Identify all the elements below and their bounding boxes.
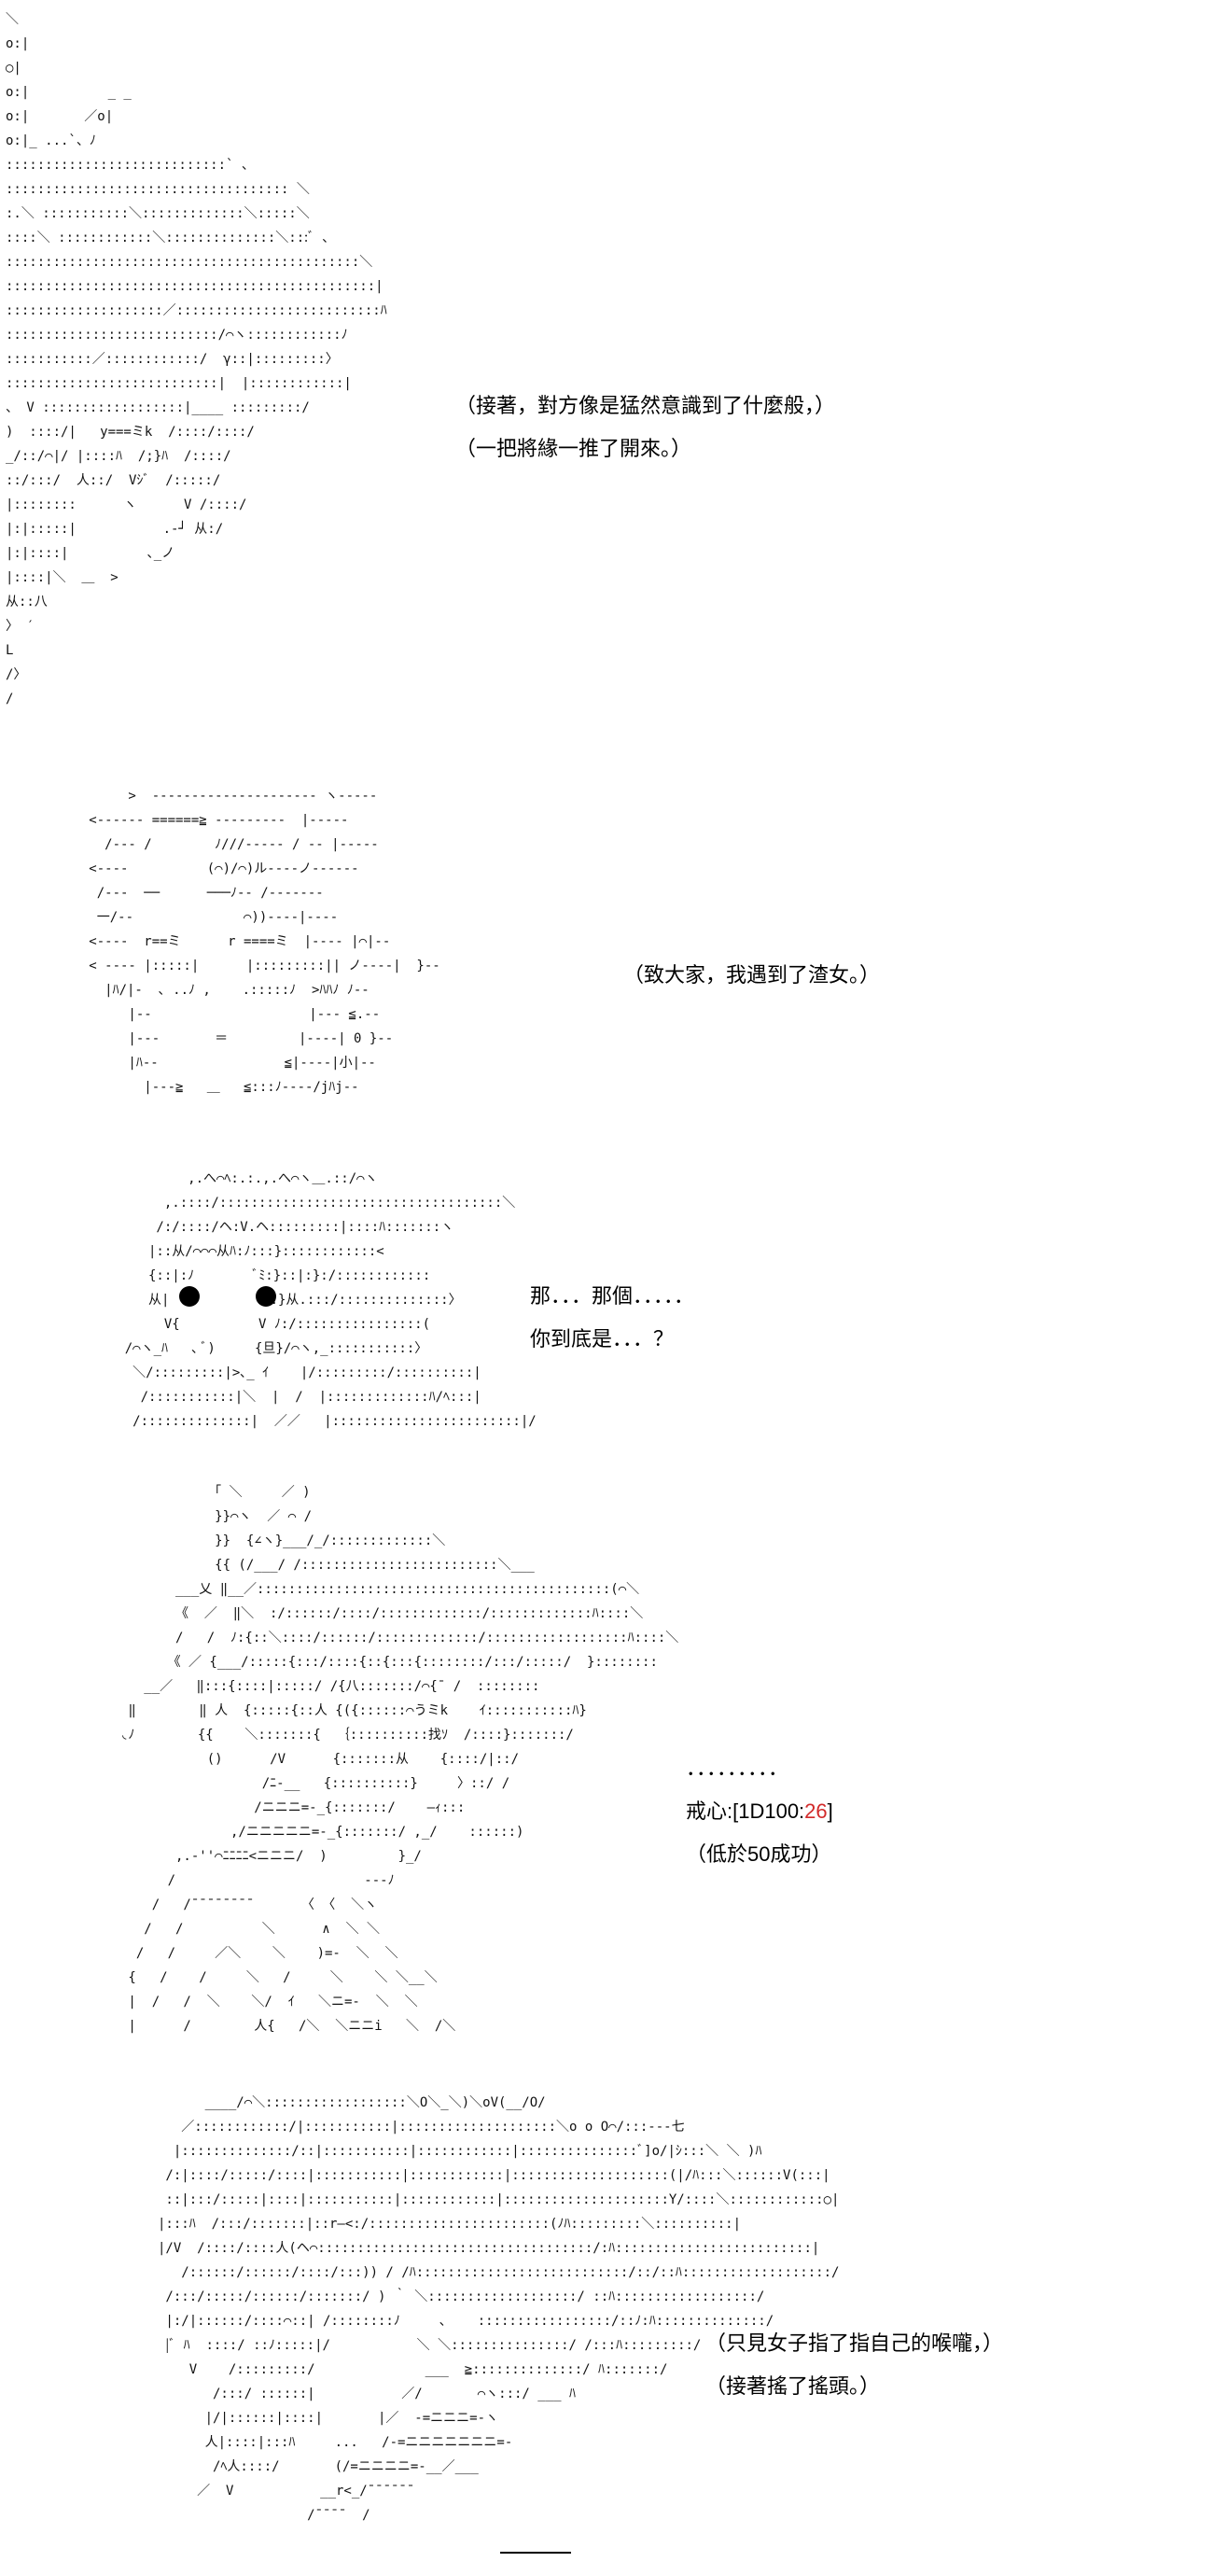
caption-block-panel-4: ．．．．．．．．． 戒心:[1D100:26] （低於50成功） [686,1755,833,1883]
panel-2: > --------------------- ヽ----- <------ =… [0,784,1213,1139]
panel-3: ,.へ⌒ﾍ:.:.,.へ⌒ヽ＿.::/⌒ヽ ,.::::/:::::::::::… [0,1167,1213,1465]
caption-block-panel-2: （致大家，我遇到了渣女。） [623,961,880,1004]
panel-1: ＼ o:| ○| o:| _ _ o:| ／o| o:|_ ...`、ﾉ :::… [0,0,1213,765]
dice-label: 戒心:[1D100: [686,1799,805,1823]
caption-line: 那．．．那個．．．．． [530,1284,695,1308]
ascii-art-panel-1: ＼ o:| ○| o:| _ _ o:| ／o| o:|_ ...`、ﾉ :::… [6,12,387,707]
caption-line: （低於50成功） [686,1842,832,1866]
caption-line: （接著，對方像是猛然意識到了什麼般，） [455,394,836,417]
caption-line: （只見女子指了指自己的喉嚨，） [705,2331,1004,2355]
caption-block-panel-5: （只見女子指了指自己的喉嚨，） （接著搖了搖頭。） [705,2330,1003,2415]
panel-5: ____/⌒＼::::::::::::::::::＼O＼_＼)＼oV(__/O/… [0,2091,1213,2567]
caption-line: ．．．．．．．．． [686,1757,789,1780]
caption-line: （一把將緣一推了開來。） [455,437,692,460]
ascii-art-panel-4: ｢ ＼ ／ ) }}⌒ヽ ／ ⌒ / }} {∠ヽ}___/_/::::::::… [120,1485,679,2034]
dice-bracket: ] [827,1799,833,1823]
ascii-art-panel-3: ,.へ⌒ﾍ:.:.,.へ⌒ヽ＿.::/⌒ヽ ,.::::/:::::::::::… [124,1171,537,1429]
right-eye-dot [256,1286,276,1307]
ascii-art-panel-5: ____/⌒＼::::::::::::::::::＼O＼_＼)＼oV(__/O/… [158,2095,840,2523]
bottom-line-mark [500,2552,571,2554]
caption-line: 你到底是．．．？ [530,1327,675,1351]
dice-result-value: 26 [804,1799,828,1823]
left-eye-dot [179,1286,200,1307]
dice-line: 戒心:[1D100:26] [686,1798,833,1826]
panel-4: ｢ ＼ ／ ) }}⌒ヽ ／ ⌒ / }} {∠ヽ}___/_/::::::::… [0,1475,1213,2072]
caption-line: （接著搖了搖頭。） [705,2374,881,2398]
ascii-art-panel-2: > --------------------- ヽ----- <------ =… [89,789,440,1095]
caption-line: （致大家，我遇到了渣女。） [623,963,881,987]
caption-block-panel-3: 那．．．那個．．．．． 你到底是．．．？ [530,1282,694,1368]
caption-block-panel-1: （接著，對方像是猛然意識到了什麼般，） （一把將緣一推了開來。） [455,392,835,478]
